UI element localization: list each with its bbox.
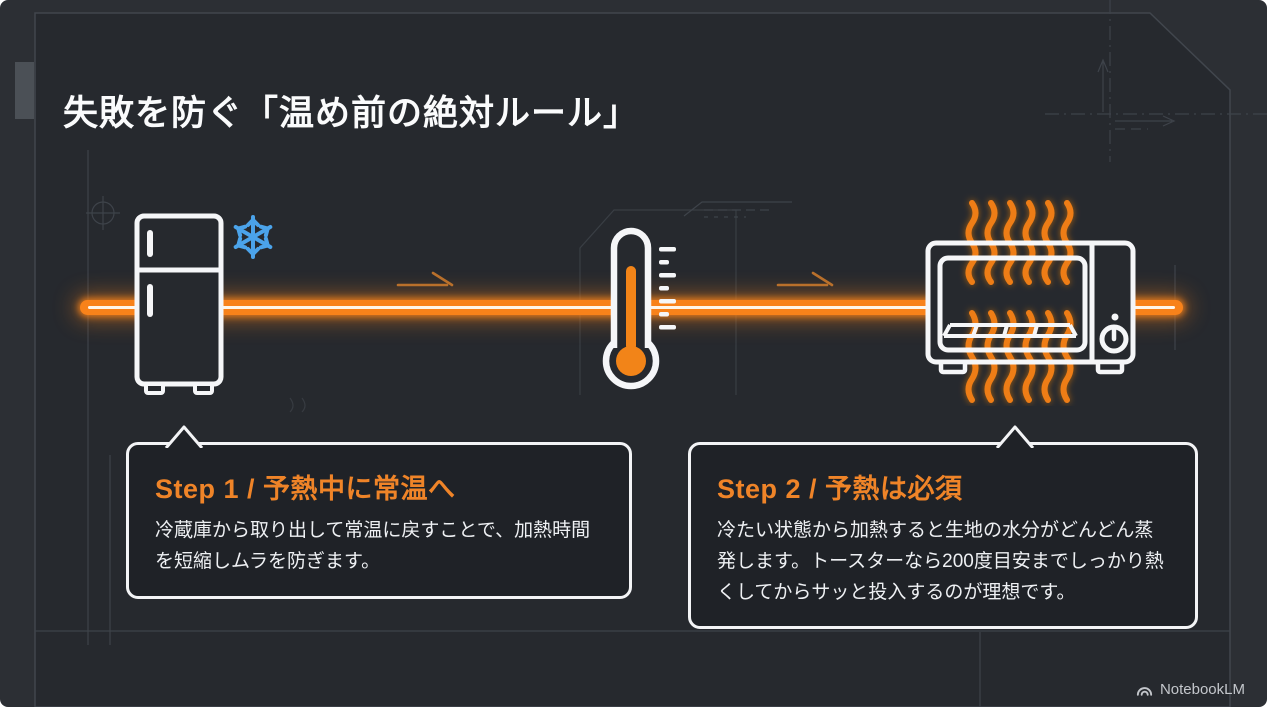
callout-tail <box>164 425 204 448</box>
flow-arrow-icon <box>776 271 834 287</box>
fridge-icon <box>134 213 273 395</box>
notebooklm-logo-icon <box>1136 686 1153 696</box>
callout-tail <box>995 425 1035 448</box>
step-1-heading: Step 1 / 予熱中に常温へ <box>155 474 456 504</box>
step-1-body: 冷蔵庫から取り出して常温に戻すことで、加熱時間を短縮しムラを防ぎます。 <box>155 520 591 572</box>
callout-step-2: Step 2 / 予熱は必須 冷たい状態から加熱すると生地の水分がどんどん蒸発し… <box>688 425 1198 629</box>
page-title: 失敗を防ぐ「温め前の絶対ルール」 <box>63 94 640 134</box>
flow-arrow-icon <box>396 271 454 287</box>
notebooklm-logo: NotebookLM <box>1135 681 1245 698</box>
toaster-icon <box>925 200 1136 403</box>
title-accent-bar <box>15 62 34 119</box>
callout-step-1: Step 1 / 予熱中に常温へ 冷蔵庫から取り出して常温に戻すことで、加熱時間… <box>126 425 632 599</box>
snowflake-icon <box>233 215 273 259</box>
step-2-body: 冷たい状態から加熱すると生地の水分がどんどん蒸発します。トースターなら200度目… <box>717 520 1164 603</box>
thermometer-scale-ticks <box>659 247 676 330</box>
notebooklm-brand-text: NotebookLM <box>1159 681 1245 698</box>
thermometer-icon <box>602 227 676 390</box>
step-2-heading: Step 2 / 予熱は必須 <box>717 474 963 504</box>
